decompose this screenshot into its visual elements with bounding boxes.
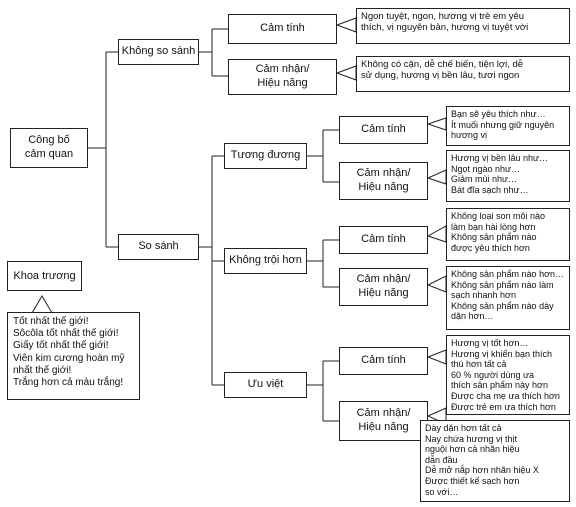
td-cam-tinh-note: Bạn sẽ yêu thích như… Ít muối nhưng giữ … <box>446 106 570 146</box>
kth-cam-tinh-note: Không loại son môi nào làm bạn hài lòng … <box>446 208 570 261</box>
ss-uu-viet: Ưu việt <box>224 372 307 398</box>
ks-cam-tinh-note: Ngon tuyệt, ngon, hương vị trẻ em yêu th… <box>356 8 570 44</box>
uv-cam-tinh-note: Hương vị tốt hơn… Hương vị khiến bạn thí… <box>446 335 570 415</box>
td-cam-tinh: Cảm tính <box>339 116 428 144</box>
branch-khong-so-sanh: Không so sánh <box>118 39 199 65</box>
branch-so-sanh: So sánh <box>118 234 199 260</box>
kth-cam-tinh: Cảm tính <box>339 226 428 254</box>
ss-tuong-duong: Tương đương <box>224 143 307 169</box>
uv-cam-nhan: Cảm nhận/ Hiệu năng <box>339 401 428 441</box>
khoa-truong-title: Khoa trương <box>7 261 82 291</box>
ss-khong-troi-hon: Không trội hơn <box>224 248 307 274</box>
uv-cam-tinh: Cảm tính <box>339 347 428 375</box>
ks-cam-tinh: Cảm tính <box>228 14 337 44</box>
uv-cam-nhan-note: Dày dặn hơn tất cả Nay chứa hương vị thị… <box>420 420 570 502</box>
ks-cam-nhan: Cảm nhận/ Hiệu năng <box>228 59 337 95</box>
td-cam-nhan: Cảm nhận/ Hiệu năng <box>339 162 428 200</box>
td-cam-nhan-note: Hương vị bền lâu như… Ngọt ngào như… Giả… <box>446 150 570 202</box>
kth-cam-nhan: Cảm nhận/ Hiệu năng <box>339 268 428 306</box>
root-node: Công bố cảm quan <box>10 128 88 168</box>
khoa-truong-note: Tốt nhất thế giới! Sôcôla tốt nhất thế g… <box>7 312 140 400</box>
kth-cam-nhan-note: Không sản phẩm nào hơn… Không sản phẩm n… <box>446 266 570 330</box>
ks-cam-nhan-note: Không có cặn, dễ chế biến, tiện lợi, dễ … <box>356 56 570 92</box>
